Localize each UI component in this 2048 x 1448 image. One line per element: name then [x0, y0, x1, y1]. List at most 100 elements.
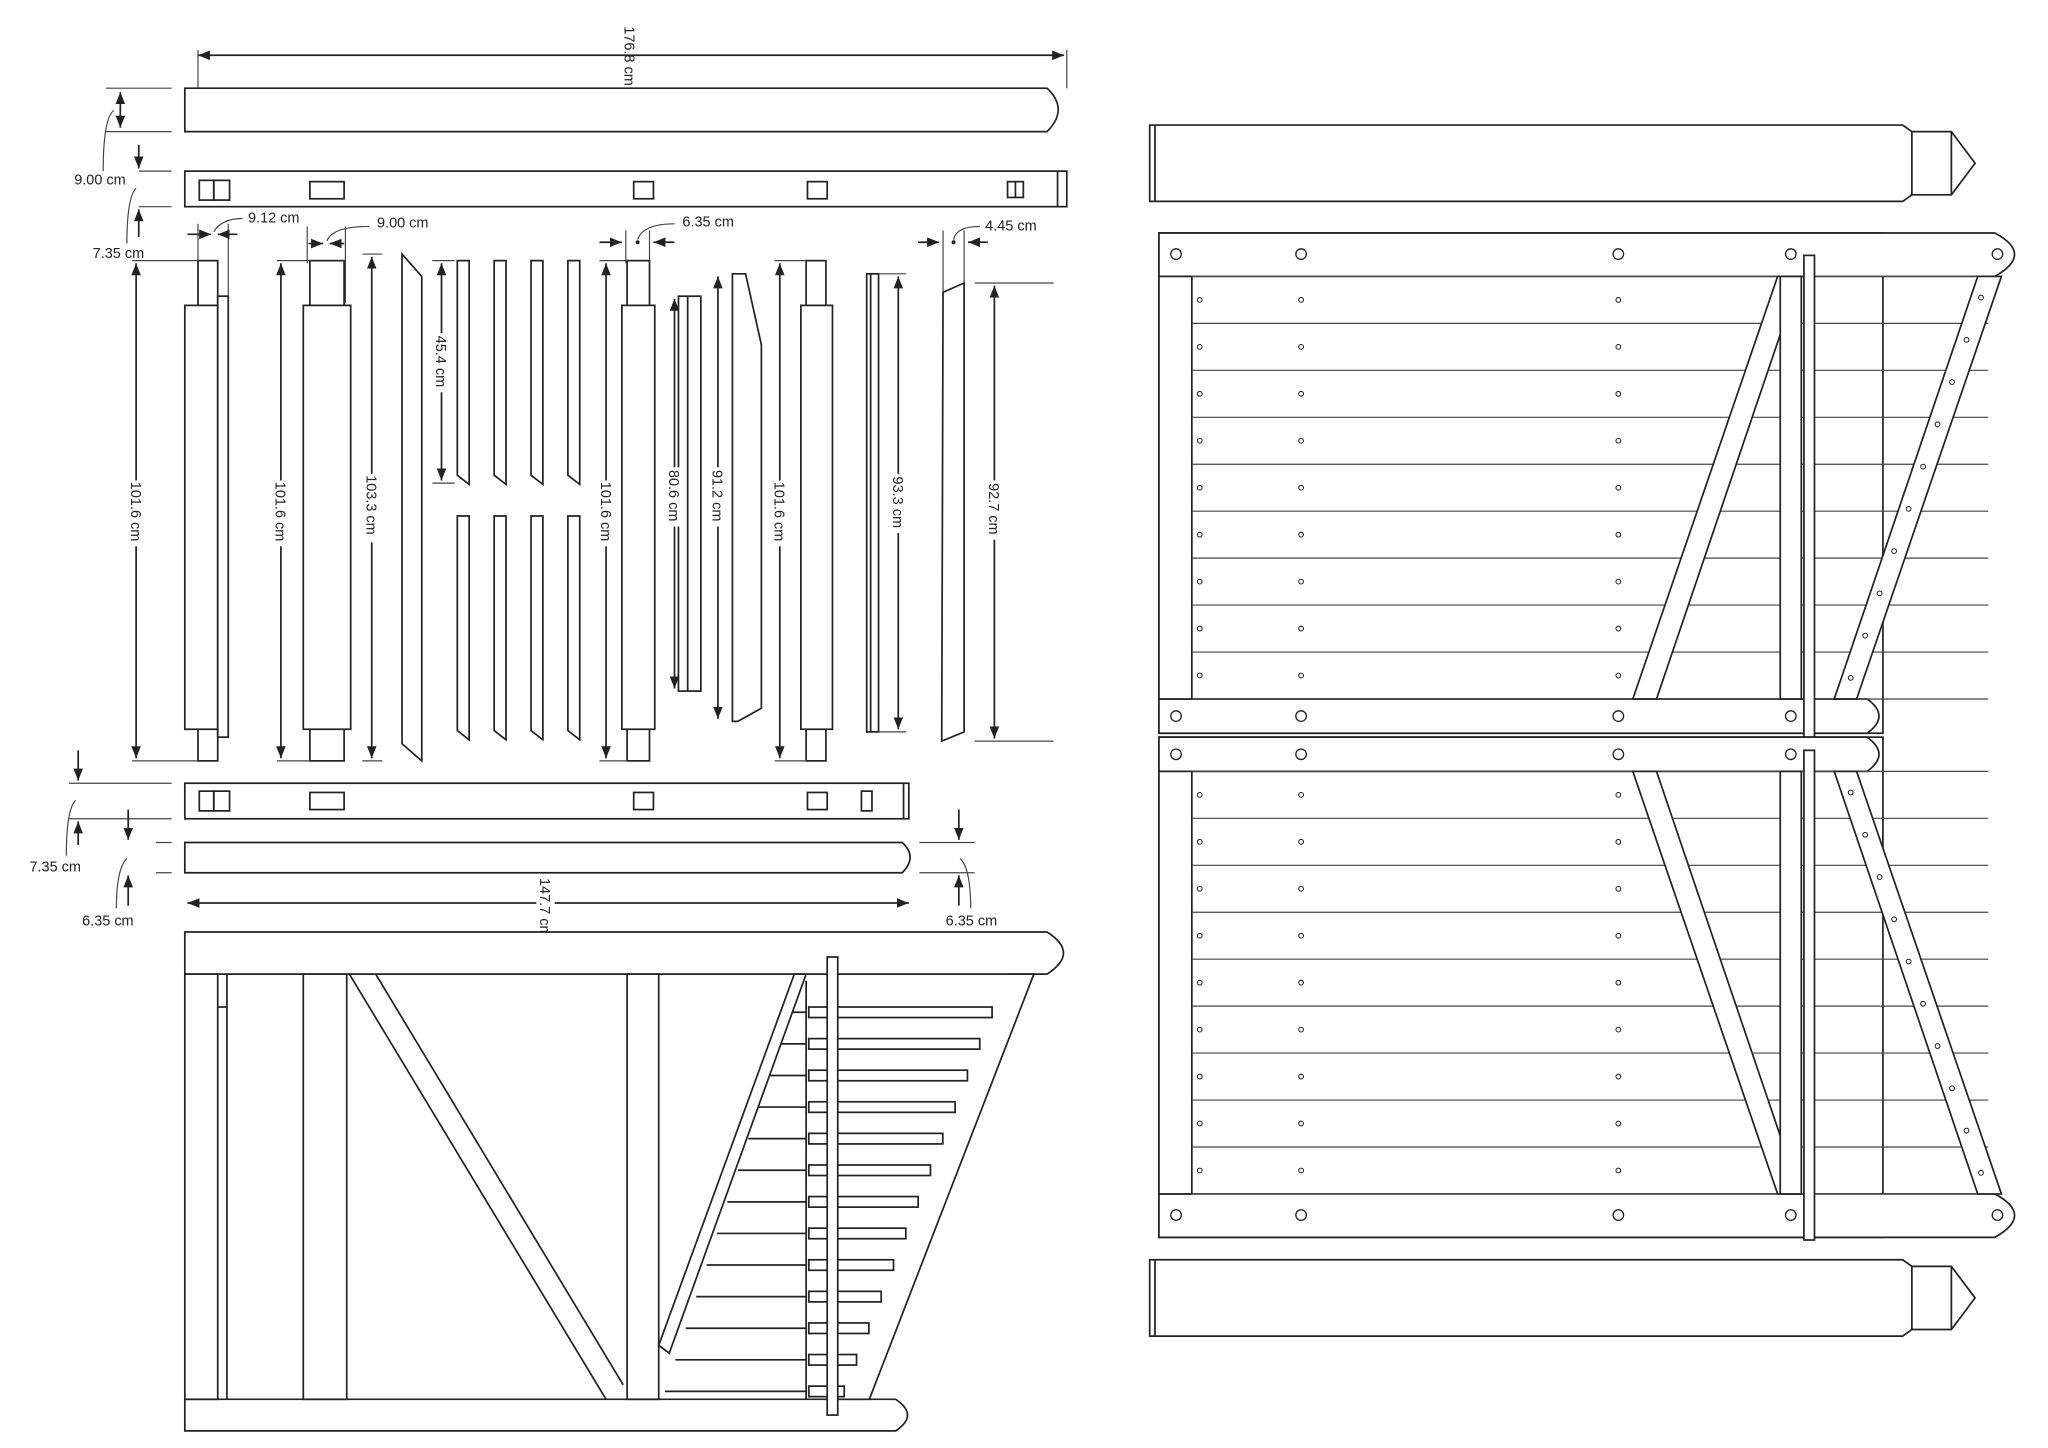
- bolt-hole: [1991, 1209, 2004, 1221]
- nail-dot: [1196, 531, 1203, 538]
- short-slat: [493, 259, 507, 487]
- bolt-hole: [1784, 710, 1797, 723]
- nail-dot: [1847, 674, 1854, 681]
- gate-slat: [807, 1037, 981, 1050]
- stile-3-width-label: 6.35 cm: [682, 214, 733, 230]
- nail-dot: [1196, 390, 1203, 397]
- short-slat: [567, 515, 581, 742]
- nail-dot: [1615, 1167, 1622, 1174]
- nail-dot: [1905, 505, 1912, 512]
- short-slat: [530, 259, 544, 487]
- nail-dot: [1196, 437, 1203, 444]
- nail-dot: [1298, 437, 1304, 444]
- bolt-hole: [1612, 748, 1625, 761]
- nail-dot: [1978, 1169, 1984, 1176]
- brace-long-length-label: 103.3 cm: [362, 475, 378, 535]
- nail-dot: [1949, 379, 1955, 385]
- nail-dot: [1196, 791, 1203, 798]
- assembled-gate-elevation: [183, 931, 1065, 1432]
- nail-dot: [1615, 1073, 1622, 1080]
- gate-slat: [807, 1227, 907, 1240]
- gate-slat: [807, 1069, 969, 1082]
- nail-dot: [1615, 578, 1622, 585]
- width-callouts: 9.12 cm 9.00 cm 6.35 cm 4.45 cm: [187, 210, 1037, 303]
- nail-dot: [1196, 1167, 1203, 1174]
- center-stile: [1779, 770, 1803, 1195]
- nail-dot: [1298, 885, 1304, 892]
- nail-dot: [1298, 838, 1304, 845]
- bar-933-length-label: 93.3 cm: [889, 477, 905, 528]
- gate-rail-short: [1158, 698, 1880, 735]
- stile-2-length-label: 101.6 cm: [272, 482, 288, 542]
- bolt-hole: [1784, 1209, 1797, 1221]
- nail-dot: [1615, 625, 1622, 632]
- nail-dot: [1920, 463, 1926, 470]
- nail-dot: [1298, 1026, 1304, 1033]
- nail-dot: [1920, 1000, 1926, 1007]
- nail-dot: [1615, 437, 1622, 444]
- bolt-hole: [1170, 1209, 1182, 1221]
- nail-dot: [1615, 484, 1622, 491]
- nail-dot: [1615, 791, 1622, 798]
- gate-plan-upper: [1158, 232, 2016, 741]
- post-bottom: [1148, 1258, 1977, 1337]
- gate-plan-lower: [1158, 736, 2016, 1241]
- slant-927-length-label: 92.7 cm: [985, 483, 1001, 534]
- nail-dot: [1298, 791, 1304, 798]
- nail-dot: [1298, 979, 1304, 986]
- nail-dot: [1196, 672, 1203, 679]
- bolt-hole: [1295, 248, 1308, 260]
- bottom-rod-height-right-label: 6.35 cm: [946, 913, 997, 929]
- nail-dot: [1949, 1085, 1955, 1092]
- nail-dot: [1963, 1127, 1970, 1134]
- nail-dot: [1298, 932, 1304, 939]
- nail-dot: [1298, 531, 1304, 538]
- gate-frame: [1158, 232, 1884, 735]
- bolt-hole: [1170, 248, 1182, 260]
- vertical-parts: 101.6 cm 101.6 cm 103.3 cm 45.4 cm 101.6…: [127, 251, 1054, 763]
- nail-dot: [1891, 548, 1898, 554]
- nail-dot: [1615, 885, 1622, 892]
- nail-dot: [1196, 625, 1203, 632]
- gate-rail-short: [1158, 736, 1880, 773]
- nail-dot: [1298, 343, 1304, 350]
- upper-mortise-rail-height-label: 7.35 cm: [93, 246, 144, 262]
- gate-slat: [807, 1290, 883, 1303]
- nail-dot: [1891, 916, 1898, 923]
- nail-dot: [1862, 632, 1869, 639]
- stile-1-length-label: 101.6 cm: [127, 482, 143, 542]
- nail-dot: [1196, 1073, 1203, 1080]
- nail-dot: [1862, 831, 1869, 838]
- bolt-hole: [1170, 710, 1182, 723]
- lower-rails-part: 7.35 cm 6.35 cm 6.35 cm 147.7 cm: [29, 750, 997, 938]
- gate-slat: [807, 1164, 932, 1177]
- nail-dot: [1615, 838, 1622, 845]
- stile-2-width-label: 9.00 cm: [377, 216, 428, 232]
- nail-dot: [1615, 531, 1622, 538]
- gate-stile: [1158, 770, 1193, 1195]
- gate-stile: [1158, 275, 1193, 700]
- gate-slat: [807, 1100, 956, 1114]
- nail-dot: [1196, 885, 1203, 892]
- stile-3-length-label: 101.6 cm: [597, 482, 613, 542]
- nail-dot: [1615, 672, 1622, 679]
- upper-mortise-rail-part: 7.35 cm: [93, 144, 1068, 262]
- nail-dot: [1934, 1043, 1941, 1049]
- nail-dot: [1615, 1026, 1622, 1033]
- post-top: [1148, 124, 1977, 203]
- nail-dot: [1615, 390, 1622, 397]
- gate-rail-long: [1158, 1193, 2016, 1239]
- gate-slat: [807, 1322, 870, 1335]
- nail-dot: [1298, 625, 1304, 632]
- short-slat: [493, 515, 507, 742]
- nail-dot: [1934, 421, 1941, 428]
- gate-slat: [807, 1258, 895, 1272]
- bolt-hole: [1991, 248, 2004, 260]
- nail-dot: [1615, 297, 1622, 303]
- nail-dot: [1196, 838, 1203, 845]
- bolt-hole: [1295, 710, 1308, 723]
- tapered-912-length-label: 91.2 cm: [709, 470, 725, 521]
- nail-dot: [1298, 484, 1304, 491]
- nail-dot: [1298, 672, 1304, 679]
- stile-1-width-label: 9.12 cm: [248, 210, 299, 226]
